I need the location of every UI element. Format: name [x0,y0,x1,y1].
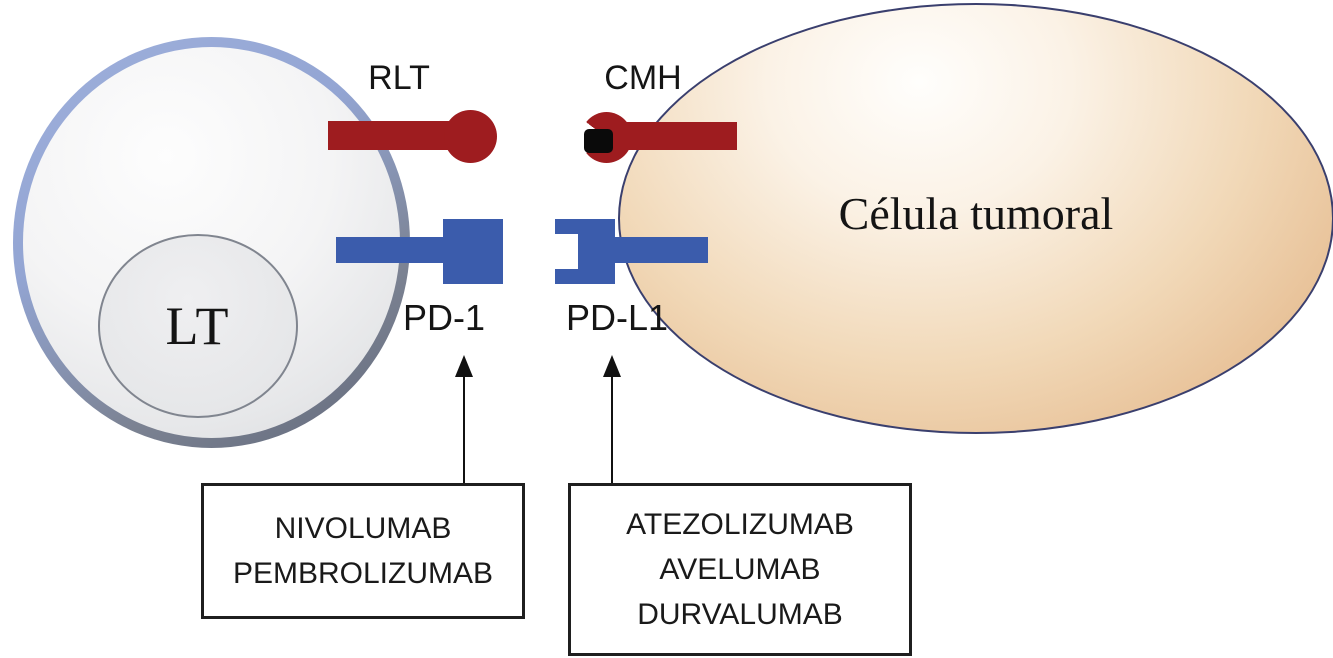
pd1-label: PD-1 [402,297,486,338]
rlt-label: RLT [368,59,430,97]
tumor-cell: Célula tumoral [618,3,1333,434]
arrow-up-icon [603,355,621,377]
drug-name: ATEZOLIZUMAB [626,508,854,541]
t-cell-nucleus: LT [98,234,298,418]
arrow-up-icon [455,355,473,377]
drug-name: NIVOLUMAB [274,512,452,545]
drug-name: AVELUMAB [659,553,821,586]
pdl1-ligand-stem-icon [606,237,708,263]
pdl1-label: PD-L1 [565,297,669,338]
pdl1-ligand-bottom-arm-icon [555,269,581,284]
rlt-receptor-head-icon [444,110,497,163]
drug-name: PEMBROLIZUMAB [232,557,494,590]
rlt-receptor-stem-icon [328,121,456,150]
cmh-label: CMH [604,59,682,97]
arrow-up-shaft [611,374,613,483]
drug-name: DURVALUMAB [637,598,843,631]
tumor-cell-label: Célula tumoral [838,188,1114,239]
pd1-inhibitors-box: NIVOLUMAB PEMBROLIZUMAB [201,483,525,619]
antigen-peptide-icon [584,129,613,153]
pd1-receptor-stem-icon [336,237,448,263]
pd1-receptor-head-icon [443,219,503,284]
t-cell-label: LT [165,296,231,356]
pdl1-inhibitors-box: ATEZOLIZUMAB AVELUMAB DURVALUMAB [568,483,912,656]
arrow-up-shaft [463,374,465,483]
pdl1-ligand-top-arm-icon [555,219,581,234]
pdl1-ligand-body-icon [578,219,615,284]
